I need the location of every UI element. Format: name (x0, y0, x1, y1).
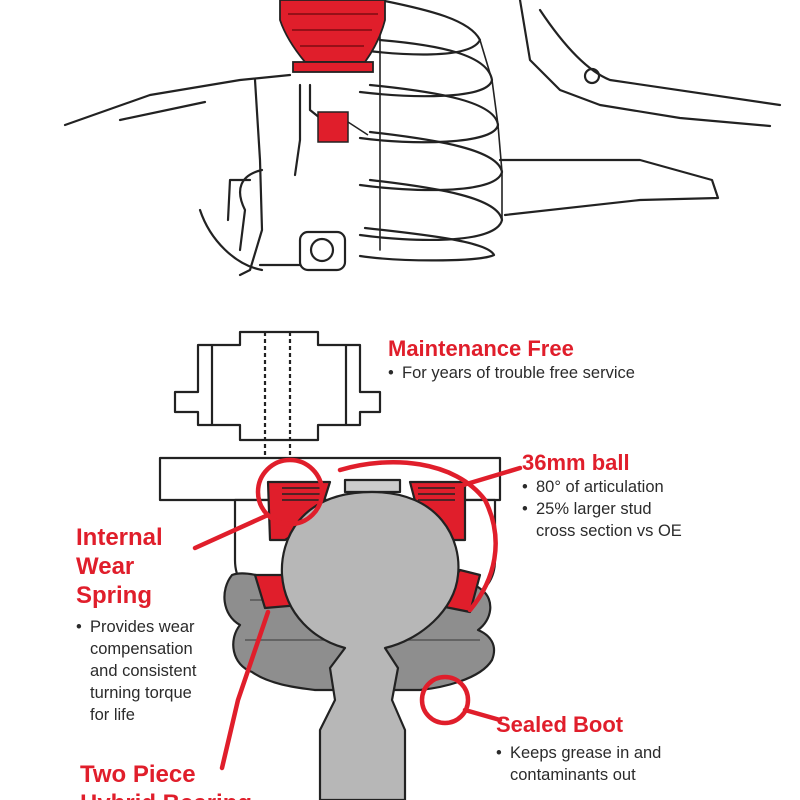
red-top-mount (279, 0, 386, 73)
spring-callout: Internal Wear Spring Provides wear compe… (76, 523, 196, 726)
ball-bullet-1: 80° of articulation (522, 476, 682, 498)
maintenance-title: Maintenance Free (388, 336, 574, 361)
bearing-title-line-1: Two Piece (80, 761, 196, 788)
spring-bullet: Provides wear compensation and consisten… (76, 616, 196, 726)
ball-callout: 36mm ball 80° of articulation 25% larger… (522, 449, 682, 542)
spring-title-line-2: Wear (76, 553, 135, 580)
boot-callout-line (462, 707, 503, 723)
spring-callout-line (192, 512, 271, 551)
bearing-title-line-2: Hybrid Bearing (80, 789, 252, 800)
bearing-callout-line (219, 609, 271, 771)
boot-callout-circle (419, 674, 471, 726)
boot-bullet: Keeps grease in and contaminants out (496, 742, 661, 786)
maintenance-callout: Maintenance Free For years of trouble fr… (388, 335, 635, 384)
spring-title-line-3: Spring (76, 582, 152, 609)
maintenance-bullet: For years of trouble free service (388, 362, 635, 384)
spring-callout-circle (255, 457, 325, 527)
callout-markers (192, 457, 523, 771)
boot-title: Sealed Boot (496, 712, 624, 737)
ball-title: 36mm ball (522, 450, 630, 475)
red-bracket (317, 111, 369, 143)
ball-joint-cross-section (158, 330, 502, 800)
spring-title-line-1: Internal (76, 524, 163, 551)
bearing-callout: Two Piece Hybrid Bearing (80, 760, 252, 800)
suspension-illustration (63, 0, 782, 277)
boot-callout: Sealed Boot Keeps grease in and contamin… (496, 711, 661, 786)
ball-callout-line (457, 465, 523, 489)
ball-callout-arc (337, 460, 498, 613)
